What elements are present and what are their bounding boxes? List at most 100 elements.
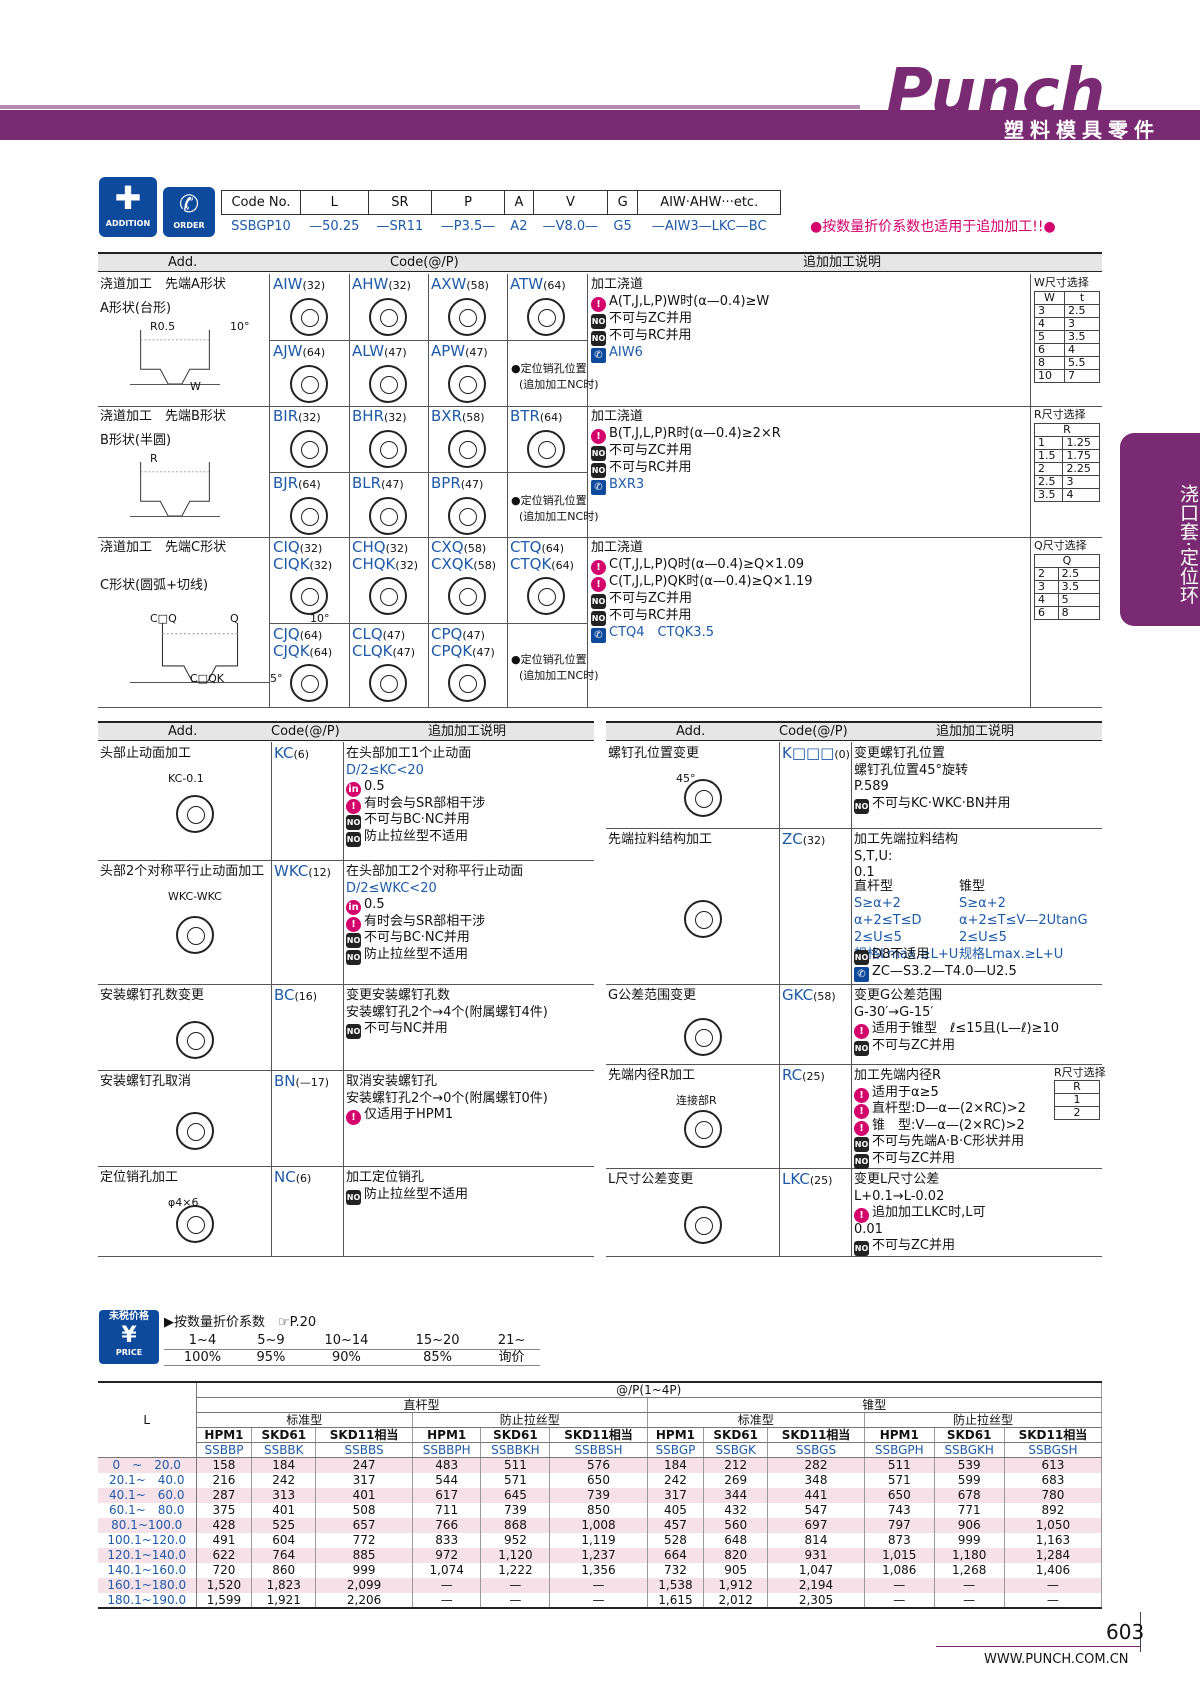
- price-cell: 868: [480, 1517, 551, 1533]
- item-code[interactable]: RC(25): [782, 1066, 825, 1084]
- zc-spec: 规格Lmax.≥L+U: [854, 947, 959, 962]
- code-option[interactable]: BIR(32): [273, 407, 321, 425]
- price-cell: 348: [767, 1472, 866, 1488]
- plate-icon: [290, 497, 328, 535]
- code-option[interactable]: CHQK(32): [352, 555, 418, 573]
- item-code[interactable]: LKC(25): [782, 1170, 833, 1188]
- price-cell: 999: [315, 1562, 414, 1578]
- code-option[interactable]: CJQK(64): [273, 642, 333, 660]
- header-cell: SSBGK: [703, 1442, 768, 1458]
- code-option[interactable]: BLR(47): [352, 474, 404, 492]
- code-option[interactable]: CJQ(64): [273, 625, 323, 643]
- zc-spec: α+2≤T≤V—2UtanG: [959, 913, 1088, 928]
- code-option[interactable]: CTQK(64): [510, 555, 574, 573]
- code-option[interactable]: ALW(47): [352, 342, 407, 360]
- item-code[interactable]: GKC(58): [782, 986, 836, 1004]
- desc-line: S,T,U:: [854, 848, 893, 864]
- dimension-label: 10°: [310, 612, 330, 625]
- code-option[interactable]: CPQ(47): [431, 625, 485, 643]
- code-option[interactable]: AHW(32): [352, 275, 411, 293]
- item-code[interactable]: KC(6): [274, 744, 310, 762]
- zc-footer: ✆ZC—S3.2—T4.0—U2.5: [854, 963, 1017, 982]
- item-code[interactable]: K□□□(0): [782, 744, 850, 762]
- code-option[interactable]: AXW(58): [431, 275, 489, 293]
- item-code[interactable]: WKC(12): [274, 862, 331, 880]
- item-code[interactable]: NC(6): [274, 1168, 312, 1186]
- item-code[interactable]: BN(—17): [274, 1072, 330, 1090]
- price-cell: 428: [196, 1517, 253, 1533]
- header-cell: SKD61: [703, 1427, 768, 1443]
- code-option[interactable]: CLQK(47): [352, 642, 416, 660]
- code-option[interactable]: AIW(32): [273, 275, 326, 293]
- header-cell: HPM1: [196, 1427, 253, 1443]
- header-cell: SSBBS: [315, 1442, 414, 1458]
- code-option[interactable]: BTR(64): [510, 407, 563, 425]
- code-option[interactable]: CPQK(47): [431, 642, 495, 660]
- code-option[interactable]: BJR(64): [273, 474, 321, 492]
- code-option[interactable]: ATW(64): [510, 275, 566, 293]
- price-cell: 820: [703, 1547, 768, 1563]
- code-option[interactable]: BHR(32): [352, 407, 407, 425]
- header-cell: 防止拉丝型: [412, 1412, 648, 1428]
- price-cell: 528: [647, 1532, 705, 1548]
- cell-line: [269, 340, 587, 341]
- no-icon: NO: [854, 1241, 869, 1256]
- price-cell: 650: [549, 1472, 648, 1488]
- code-option[interactable]: CHQ(32): [352, 538, 409, 556]
- zc-spec: α+2≤T≤D: [854, 913, 922, 928]
- code-option[interactable]: APW(47): [431, 342, 488, 360]
- length-range-cell: 180.1~190.0: [98, 1592, 197, 1608]
- price-cell: 999: [934, 1532, 1005, 1548]
- warning-icon: !: [346, 798, 361, 814]
- l-header: L: [98, 1382, 197, 1458]
- desc-line: 变更安装螺钉孔数: [346, 988, 451, 1003]
- plate-icon: [527, 298, 565, 336]
- item-title: 头部2个对称平行止动面加工: [100, 864, 265, 879]
- plate-icon: [527, 430, 565, 468]
- price-cell: 873: [864, 1532, 935, 1548]
- price-cell: —: [1004, 1592, 1103, 1608]
- shape-drawing: [130, 462, 220, 517]
- code-option[interactable]: AJW(64): [273, 342, 326, 360]
- price-cell: 732: [647, 1562, 705, 1578]
- code-option[interactable]: CTQ(64): [510, 538, 565, 556]
- header-cell: 直杆型: [196, 1397, 648, 1413]
- plate-icon: [448, 577, 486, 615]
- phone-icon: ✆: [591, 628, 606, 643]
- row-divider: [98, 537, 1102, 538]
- price-cell: 405: [647, 1502, 705, 1518]
- zc-spec: 锥型: [959, 879, 986, 894]
- code-option[interactable]: BPR(47): [431, 474, 484, 492]
- desc-line: !仅适用于HPM1: [346, 1106, 453, 1125]
- page-number: 603: [1106, 1620, 1145, 1644]
- header-cell: SSBGSH: [1004, 1442, 1103, 1458]
- price-cell: 648: [703, 1532, 768, 1548]
- code-option[interactable]: CIQK(32): [273, 555, 333, 573]
- price-cell: 1,268: [934, 1562, 1005, 1578]
- code-option[interactable]: BXR(58): [431, 407, 485, 425]
- price-cell: 599: [934, 1472, 1005, 1488]
- item-divider: [606, 828, 1102, 829]
- row-shape: A形状(台形): [100, 301, 172, 316]
- part-icon: [176, 1021, 214, 1059]
- price-cell: 1,921: [251, 1592, 317, 1608]
- item-divider: [606, 1168, 1102, 1169]
- part-icon: [176, 1205, 214, 1243]
- item-code[interactable]: ZC(32): [782, 830, 826, 848]
- code-option[interactable]: CLQ(47): [352, 625, 406, 643]
- price-cell: 1,120: [480, 1547, 551, 1563]
- header-cell: 锥型: [647, 1397, 1103, 1413]
- zc-spec: S≥α+2: [959, 896, 1006, 911]
- warning-icon: !: [591, 577, 606, 592]
- code-option[interactable]: CXQ(58): [431, 538, 487, 556]
- desc-line: D/2≤KC<20: [346, 762, 424, 778]
- item-code[interactable]: BC(16): [274, 986, 318, 1004]
- code-header-cell: G: [606, 190, 639, 215]
- code-option[interactable]: CXQK(58): [431, 555, 496, 573]
- price-cell: 483: [412, 1457, 482, 1473]
- price-cell: 622: [196, 1547, 253, 1563]
- code-option[interactable]: CIQ(32): [273, 538, 323, 556]
